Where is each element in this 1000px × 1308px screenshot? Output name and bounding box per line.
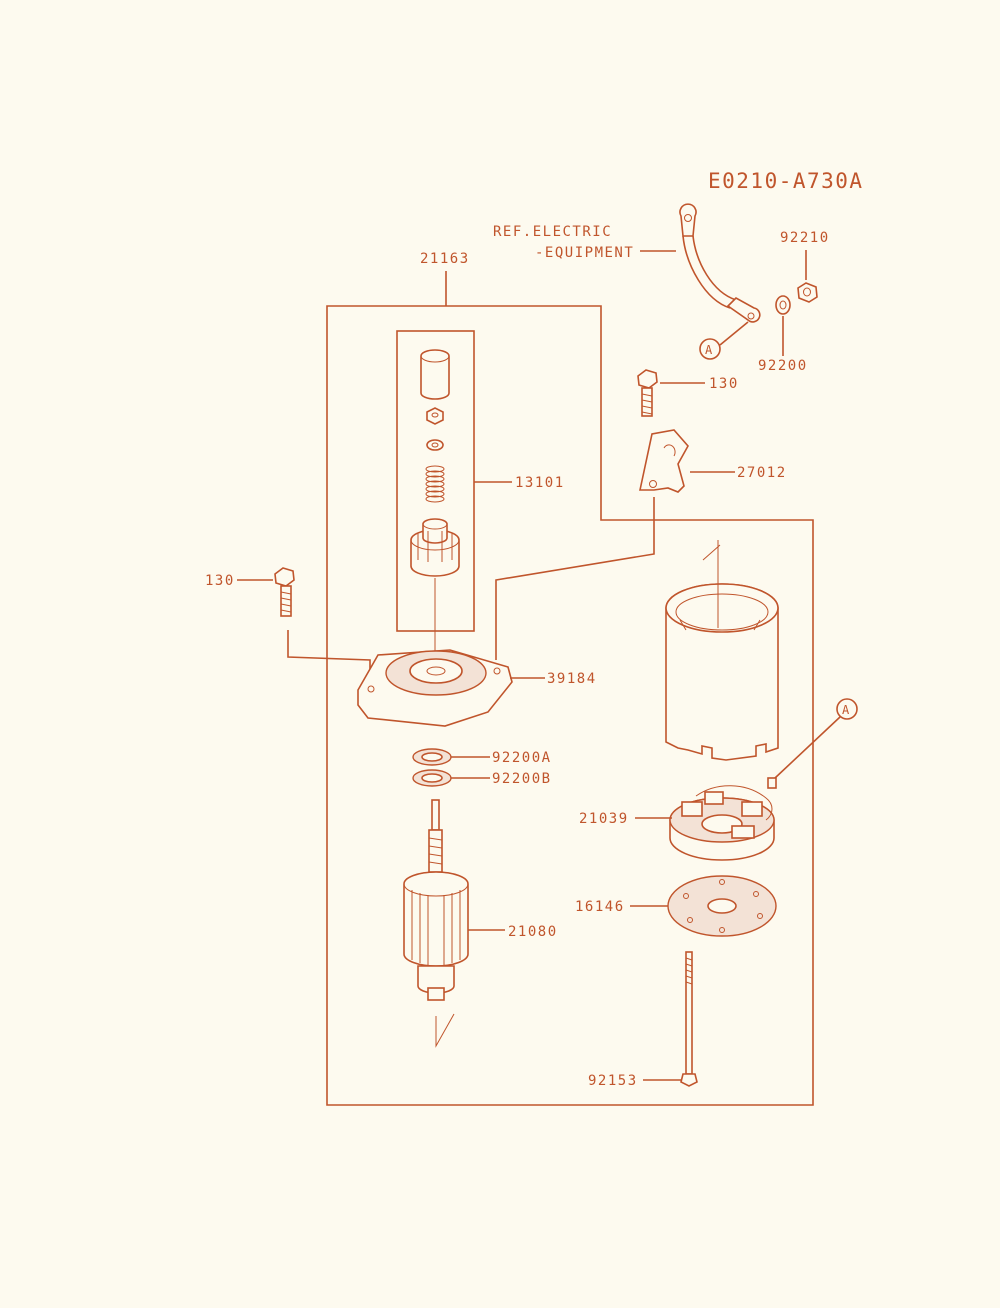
- label-130-left: 130: [205, 573, 235, 589]
- battery-cable: [679, 203, 761, 323]
- label-27012: 27012: [737, 465, 787, 481]
- label-92210: 92210: [780, 230, 830, 246]
- through-bolt-92153: [680, 951, 698, 1087]
- small-nut: [426, 407, 444, 425]
- bracket-27012: [639, 429, 689, 493]
- label-21080: 21080: [508, 924, 558, 940]
- bracket-flange-39184: [357, 649, 513, 727]
- armature-axis-mark: [435, 1013, 455, 1048]
- label-92200B: 92200B: [492, 771, 552, 787]
- bolt-130-top: [637, 369, 658, 417]
- stop-collar: [420, 349, 450, 400]
- end-plate-16146: [667, 875, 777, 937]
- callout-a-top: A: [699, 321, 749, 360]
- bolt-130-left-guide: [287, 630, 371, 684]
- svg-text:A: A: [842, 703, 851, 717]
- washer-92200A: [412, 748, 452, 766]
- assembly-outline: [326, 305, 814, 1106]
- armature-21080: [403, 799, 469, 1001]
- diagram-code: E0210-A730A: [708, 169, 864, 193]
- label-92200A: 92200A: [492, 750, 552, 766]
- pinion-gear: [410, 518, 460, 577]
- callout-a-right: A: [774, 698, 858, 779]
- nut-92210: [797, 282, 818, 303]
- label-130-top: 130: [709, 376, 739, 392]
- bolt-130-left: [274, 567, 295, 617]
- washer-92200: [775, 295, 791, 315]
- reference-line-2: -EQUIPMENT: [535, 245, 634, 261]
- washer-92200B: [412, 769, 452, 787]
- svg-text:A: A: [705, 343, 714, 357]
- yoke-axis-mark: [702, 540, 721, 628]
- label-16146: 16146: [575, 899, 625, 915]
- label-21163: 21163: [420, 251, 470, 267]
- bolt-130-top-guide: [495, 497, 655, 660]
- reference-line-1: REF.ELECTRIC: [493, 224, 612, 240]
- brush-holder-21039: [669, 777, 777, 861]
- label-92153: 92153: [588, 1073, 638, 1089]
- label-39184: 39184: [547, 671, 597, 687]
- yoke-housing: [665, 583, 779, 761]
- spring: [425, 465, 445, 503]
- label-21039: 21039: [579, 811, 629, 827]
- label-92200: 92200: [758, 358, 808, 374]
- label-13101: 13101: [515, 475, 565, 491]
- small-washer: [426, 439, 444, 451]
